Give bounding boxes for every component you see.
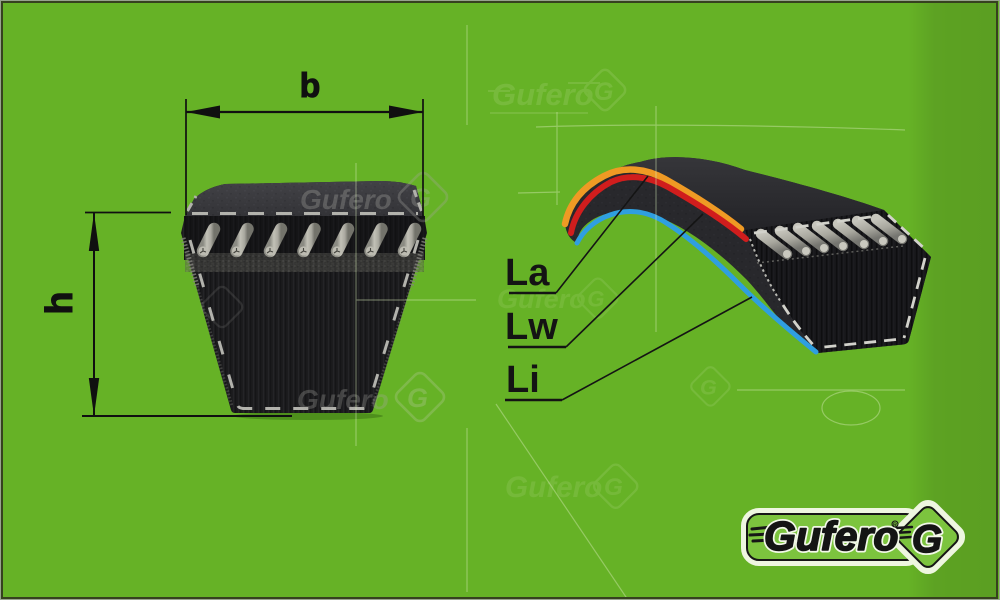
svg-text:Gufero: Gufero — [505, 471, 602, 504]
svg-text:G: G — [700, 374, 717, 399]
svg-text:G: G — [912, 518, 942, 561]
svg-text:La: La — [505, 252, 550, 294]
svg-text:G: G — [407, 383, 428, 413]
svg-text:Lw: Lw — [505, 306, 558, 348]
svg-text:G: G — [594, 78, 613, 106]
svg-text:G: G — [587, 286, 604, 311]
svg-text:Gufero: Gufero — [764, 513, 898, 559]
svg-text:h: h — [39, 291, 81, 314]
svg-text:b: b — [300, 67, 321, 105]
svg-text:Gufero: Gufero — [300, 184, 392, 215]
svg-text:G: G — [410, 183, 431, 213]
svg-text:Gufero: Gufero — [297, 384, 389, 415]
svg-text:Gufero: Gufero — [764, 513, 898, 559]
svg-text:Gufero: Gufero — [497, 284, 586, 314]
svg-text:Li: Li — [506, 359, 540, 401]
svg-text:R: R — [893, 523, 897, 529]
svg-text:Gufero: Gufero — [492, 77, 594, 112]
svg-text:G: G — [604, 474, 623, 501]
svg-text:G: G — [912, 518, 942, 561]
